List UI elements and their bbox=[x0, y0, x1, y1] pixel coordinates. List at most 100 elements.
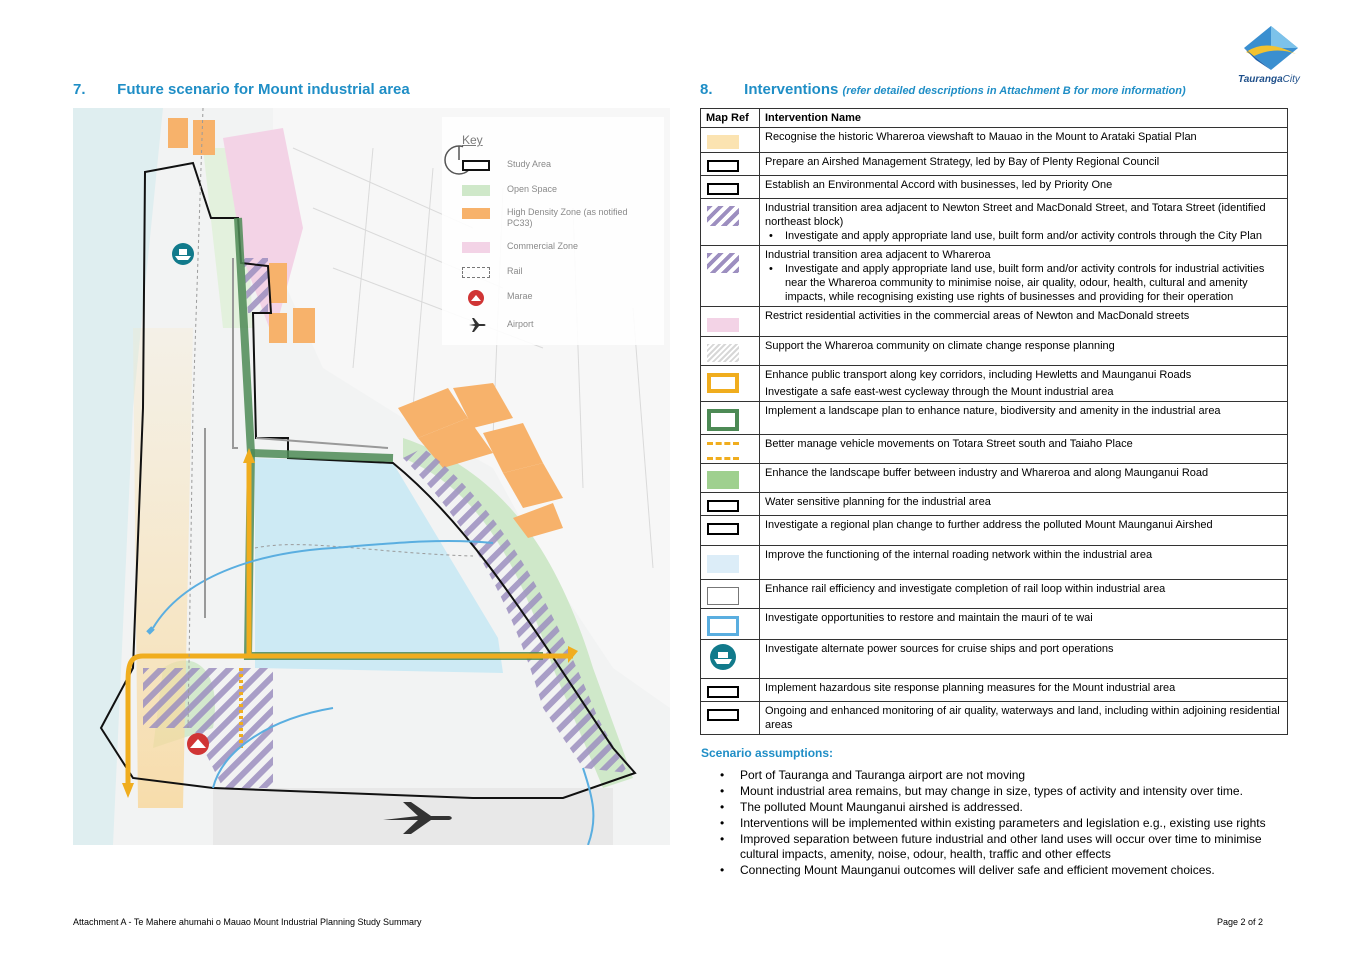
intervention-text: Investigate a regional plan change to fu… bbox=[759, 515, 1288, 546]
black-ring-symbol bbox=[707, 523, 739, 535]
footer-page-number: Page 2 of 2 bbox=[1217, 917, 1264, 927]
section-7-title: Future scenario for Mount industrial are… bbox=[117, 81, 410, 98]
light-blue-swatch bbox=[707, 555, 739, 573]
table-header-row: Map Ref Intervention Name bbox=[700, 108, 1288, 128]
intervention-cell: Industrial transition area adjacent to N… bbox=[759, 198, 1288, 246]
table-row: Support the Whareroa community on climat… bbox=[700, 336, 1288, 366]
intervention-text: Investigate alternate power sources for … bbox=[759, 639, 1288, 679]
map-key: Key Study Area Open Space High Density Z… bbox=[442, 117, 664, 345]
intervention-text: Enhance the landscape buffer between ind… bbox=[759, 463, 1288, 493]
green-swatch bbox=[707, 471, 739, 489]
commercial-swatch bbox=[462, 242, 490, 253]
key-item-study-area: Study Area bbox=[462, 159, 662, 173]
header-map-ref: Map Ref bbox=[700, 108, 760, 128]
open-space-swatch bbox=[462, 185, 490, 196]
grey-hatch-swatch bbox=[707, 344, 739, 362]
table-row: Water sensitive planning for the industr… bbox=[700, 492, 1288, 516]
key-label: Open Space bbox=[507, 184, 558, 194]
purple-hatch-swatch bbox=[707, 206, 739, 226]
intervention-text: Establish an Environmental Accord with b… bbox=[759, 175, 1288, 199]
black-ring-symbol bbox=[707, 160, 739, 172]
table-row: Industrial transition area adjacent to W… bbox=[700, 245, 1288, 307]
key-item-marae: Marae bbox=[462, 290, 662, 306]
yellow-dashed-symbol bbox=[707, 442, 739, 460]
footer-document-title: Attachment A - Te Mahere ahumahi o Mauao… bbox=[73, 917, 422, 927]
key-item-airport: Airport bbox=[462, 318, 662, 333]
intervention-text: Implement hazardous site response planni… bbox=[759, 678, 1288, 702]
section-7-number: 7. bbox=[73, 81, 86, 98]
section-7-heading: 7. Future scenario for Mount industrial … bbox=[73, 81, 410, 98]
scenario-assumptions-list: Port of Tauranga and Tauranga airport ar… bbox=[718, 768, 1278, 879]
intervention-text: Ongoing and enhanced monitoring of air q… bbox=[759, 701, 1288, 735]
study-area-swatch bbox=[462, 160, 490, 171]
list-item: Mount industrial area remains, but may c… bbox=[718, 784, 1278, 799]
blue-ring-symbol bbox=[707, 616, 739, 636]
table-row: Better manage vehicle movements on Totar… bbox=[700, 434, 1288, 464]
pink-swatch bbox=[707, 318, 739, 332]
key-item-high-density-zone: High Density Zone (as notified PC33) bbox=[462, 207, 662, 231]
black-ring-symbol bbox=[707, 709, 739, 721]
table-row: Enhance public transport along key corri… bbox=[700, 365, 1288, 402]
table-row: Enhance the landscape buffer between ind… bbox=[700, 463, 1288, 493]
table-row: Industrial transition area adjacent to N… bbox=[700, 198, 1288, 246]
key-title: Key bbox=[462, 133, 483, 147]
section-8-subtitle: (refer detailed descriptions in Attachme… bbox=[842, 85, 1186, 97]
future-scenario-map: Key Study Area Open Space High Density Z… bbox=[73, 108, 670, 845]
intervention-text: Enhance public transport along key corri… bbox=[765, 369, 1192, 381]
table-row: Recognise the historic Whareroa viewshaf… bbox=[700, 127, 1288, 153]
logo-mark-icon bbox=[1244, 26, 1298, 70]
cream-swatch bbox=[707, 135, 739, 149]
intervention-text: Prepare an Airshed Management Strategy, … bbox=[759, 152, 1288, 176]
list-item: Port of Tauranga and Tauranga airport ar… bbox=[718, 768, 1278, 783]
black-ring-symbol bbox=[707, 686, 739, 698]
intervention-text: Enhance rail efficiency and investigate … bbox=[759, 579, 1288, 609]
section-8-number: 8. bbox=[700, 81, 713, 98]
black-ring-symbol bbox=[707, 500, 739, 512]
airplane-icon bbox=[469, 318, 486, 332]
logo-brand-suffix: City bbox=[1282, 74, 1300, 85]
list-item: Improved separation between future indus… bbox=[718, 832, 1278, 862]
intervention-text: Investigate opportunities to restore and… bbox=[759, 608, 1288, 640]
map-graphic bbox=[73, 108, 670, 845]
green-ring-symbol bbox=[707, 409, 739, 431]
key-item-commercial-zone: Commercial Zone bbox=[462, 241, 662, 255]
list-item: Connecting Mount Maunganui outcomes will… bbox=[718, 863, 1278, 878]
key-label: Airport bbox=[507, 319, 534, 329]
table-row: Establish an Environmental Accord with b… bbox=[700, 175, 1288, 199]
intervention-text: Restrict residential activities in the c… bbox=[759, 306, 1288, 337]
tauranga-city-logo: TaurangaCity bbox=[1236, 24, 1306, 86]
intervention-text: Industrial transition area adjacent to N… bbox=[765, 202, 1266, 228]
intervention-text: Recognise the historic Whareroa viewshaf… bbox=[759, 127, 1288, 153]
table-row: Enhance rail efficiency and investigate … bbox=[700, 579, 1288, 609]
table-row: Prepare an Airshed Management Strategy, … bbox=[700, 152, 1288, 176]
intervention-text: Water sensitive planning for the industr… bbox=[759, 492, 1288, 516]
high-density-swatch bbox=[462, 208, 490, 219]
key-label: Commercial Zone bbox=[507, 241, 579, 251]
list-item: Interventions will be implemented within… bbox=[718, 816, 1278, 831]
key-item-open-space: Open Space bbox=[462, 184, 662, 198]
key-item-rail: Rail bbox=[462, 266, 662, 280]
intervention-text: Improve the functioning of the internal … bbox=[759, 545, 1288, 580]
intervention-text: Implement a landscape plan to enhance na… bbox=[759, 401, 1288, 435]
scenario-assumptions-title: Scenario assumptions: bbox=[701, 746, 834, 760]
rail-swatch bbox=[462, 267, 490, 278]
intervention-cell: Industrial transition area adjacent to W… bbox=[759, 245, 1288, 307]
purple-hatch-swatch bbox=[707, 253, 739, 273]
key-label: Study Area bbox=[507, 159, 552, 169]
table-row: Ongoing and enhanced monitoring of air q… bbox=[700, 701, 1288, 735]
section-8-heading: 8. Interventions (refer detailed descrip… bbox=[700, 81, 1186, 98]
key-label: Rail bbox=[507, 266, 523, 276]
black-ring-symbol bbox=[707, 183, 739, 195]
section-8-title: Interventions bbox=[744, 81, 839, 98]
interventions-table: Map Ref Intervention Name Recognise the … bbox=[700, 108, 1288, 735]
intervention-bullet: Investigate and apply appropriate land u… bbox=[765, 262, 1282, 304]
header-intervention-name: Intervention Name bbox=[759, 108, 1288, 128]
intervention-text: Support the Whareroa community on climat… bbox=[759, 336, 1288, 366]
table-row: Restrict residential activities in the c… bbox=[700, 306, 1288, 337]
intervention-text: Better manage vehicle movements on Totar… bbox=[759, 434, 1288, 464]
key-label: High Density Zone (as notified PC33) bbox=[507, 207, 628, 228]
table-row: Implement a landscape plan to enhance na… bbox=[700, 401, 1288, 435]
intervention-text: Industrial transition area adjacent to W… bbox=[765, 249, 991, 261]
grey-ring-symbol bbox=[707, 587, 739, 605]
marae-icon bbox=[468, 290, 484, 306]
